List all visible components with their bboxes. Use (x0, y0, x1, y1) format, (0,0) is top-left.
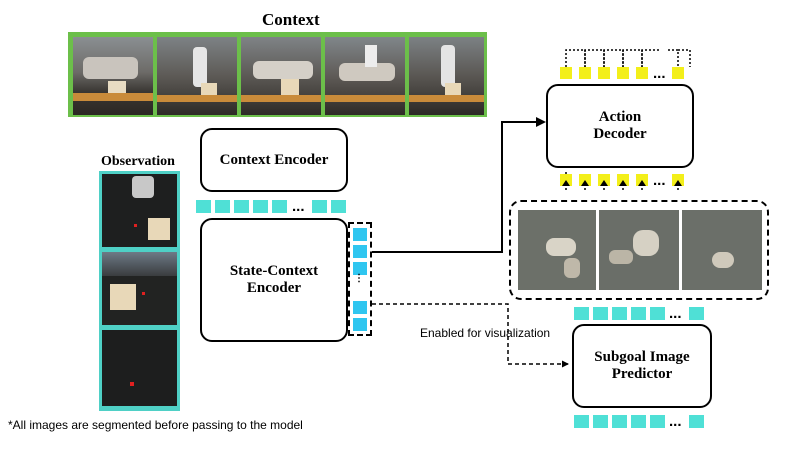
state-context-encoder-box: State-Context Encoder (200, 218, 348, 342)
action-output-brackets (565, 49, 691, 67)
context-filmstrip (68, 32, 487, 117)
observation-frame-1 (102, 174, 177, 247)
action-decoder-label-line1: Action (598, 109, 642, 125)
state-token-ellipsis: ⋮ (354, 273, 364, 284)
action-decoder-box: Action Decoder (546, 84, 694, 168)
state-token (353, 262, 367, 275)
context-token (196, 200, 211, 213)
context-token (331, 200, 346, 213)
context-token (215, 200, 230, 213)
encoder-to-predictor-dashed-arrow (372, 303, 569, 368)
subgoal-mid-token (574, 307, 589, 320)
subgoal-mid-token (650, 307, 665, 320)
context-frame-3 (241, 37, 321, 115)
subgoal-image-2 (599, 210, 679, 290)
subgoal-mid-token (631, 307, 646, 320)
action-output-token (672, 67, 684, 79)
subgoal-mid-token (689, 307, 704, 320)
context-token (272, 200, 287, 213)
footnote: *All images are segmented before passing… (8, 418, 303, 432)
subgoal-bottom-token (631, 415, 646, 428)
subgoal-image-1 (518, 210, 596, 290)
subgoal-predictor-label-line1: Subgoal Image (594, 349, 690, 365)
action-decoder-label-line2: Decoder (593, 126, 647, 142)
context-token-ellipsis: ... (292, 198, 305, 215)
observation-title: Observation (101, 154, 175, 169)
state-tokens-group: ⋮ (348, 222, 372, 336)
subgoal-mid-token (593, 307, 608, 320)
context-token (253, 200, 268, 213)
subgoal-bottom-ellipsis: ... (669, 413, 682, 430)
action-output-token (636, 67, 648, 79)
subgoal-image-3 (682, 210, 762, 290)
subgoal-predictor-box: Subgoal Image Predictor (572, 324, 712, 408)
observation-filmstrip (99, 171, 180, 411)
action-output-token (617, 67, 629, 79)
action-output-ellipsis: ... (653, 65, 666, 82)
context-frame-5 (409, 37, 484, 115)
action-output-token (579, 67, 591, 79)
state-context-encoder-label-line2: Encoder (246, 280, 302, 296)
context-title: Context (262, 10, 320, 29)
context-token (312, 200, 327, 213)
state-token (353, 301, 367, 314)
context-token (234, 200, 249, 213)
subgoal-mid-ellipsis: ... (669, 305, 682, 322)
context-frame-2 (157, 37, 237, 115)
action-input-ellipsis: ... (653, 172, 666, 189)
action-input-stems (565, 184, 679, 190)
subgoal-mid-token (612, 307, 627, 320)
subgoal-bottom-token (650, 415, 665, 428)
subgoal-bottom-token (689, 415, 704, 428)
context-frame-1 (73, 37, 153, 115)
action-output-token (598, 67, 610, 79)
subgoal-bottom-token (593, 415, 608, 428)
subgoal-bottom-token (574, 415, 589, 428)
context-frame-4 (325, 37, 405, 115)
context-encoder-label: Context Encoder (219, 151, 329, 168)
action-output-token (560, 67, 572, 79)
encoder-to-decoder-arrow (372, 117, 546, 253)
subgoal-images-group (509, 200, 769, 300)
state-token (353, 228, 367, 241)
state-context-encoder-label-line1: State-Context (229, 263, 319, 279)
action-input-arrowheads (562, 180, 682, 186)
context-encoder-box: Context Encoder (200, 128, 348, 192)
state-token (353, 245, 367, 258)
visualization-note: Enabled for visualization (420, 326, 551, 340)
observation-frame-3 (102, 330, 177, 406)
subgoal-predictor-label-line2: Predictor (611, 366, 673, 382)
state-token (353, 318, 367, 331)
observation-frame-2 (102, 252, 177, 325)
subgoal-bottom-token (612, 415, 627, 428)
